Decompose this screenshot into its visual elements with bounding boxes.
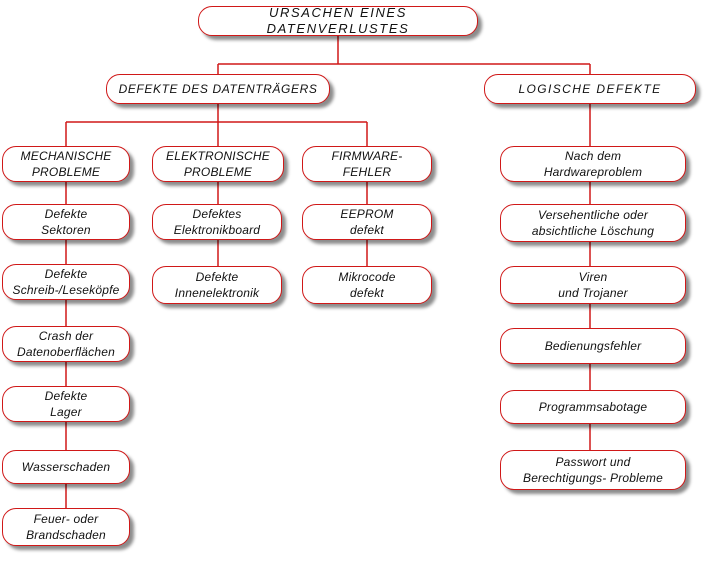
firmware-errors-node: FIRMWARE- FEHLER [302,146,432,182]
mechanical-item-node: Feuer- oder Brandschaden [2,508,130,546]
logical-item-node: Passwort und Berechtigungs- Probleme [500,450,686,490]
root-node: URSACHEN EINES DATENVERLUSTES [198,5,478,36]
logical-item-node: Nach dem Hardwareproblem [500,146,686,182]
electronic-item-node: Defekte Innenelektronik [152,266,282,304]
mechanical-item-node: Wasserschaden [2,450,130,484]
mechanical-item-node: Defekte Lager [2,386,130,422]
logical-defects-node: LOGISCHE DEFEKTE [484,74,696,104]
mechanical-item-node: Crash der Datenoberflächen [2,326,130,362]
mechanical-problems-node: MECHANISCHE PROBLEME [2,146,130,182]
logical-item-node: Bedienungsfehler [500,328,686,364]
logical-item-node: Viren und Trojaner [500,266,686,304]
mechanical-item-node: Defekte Sektoren [2,204,130,240]
firmware-item-node: Mikrocode defekt [302,266,432,304]
electronic-problems-node: ELEKTRONISCHE PROBLEME [152,146,284,182]
electronic-item-node: Defektes Elektronikboard [152,204,282,240]
mechanical-item-node: Defekte Schreib-/Leseköpfe [2,264,130,300]
logical-item-node: Programmsabotage [500,390,686,424]
firmware-item-node: EEPROM defekt [302,204,432,240]
logical-item-node: Versehentliche oder absichtliche Löschun… [500,204,686,242]
media-defects-node: DEFEKTE DES DATENTRÄGERS [106,74,330,104]
